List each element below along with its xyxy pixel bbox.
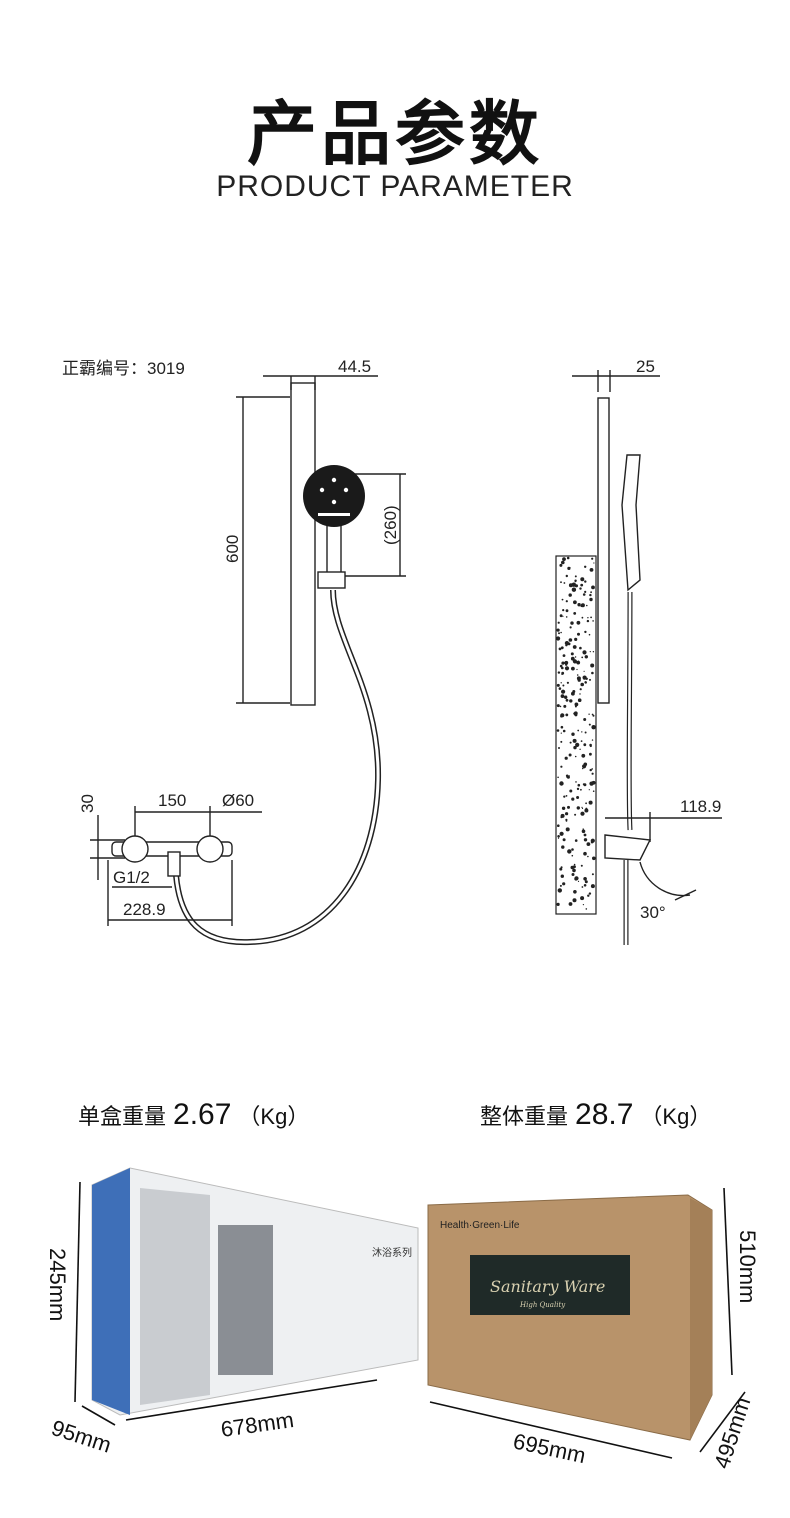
dim-mixer-diameter: Ø60 — [222, 791, 254, 810]
dim-bar-width: 44.5 — [338, 357, 371, 376]
page-subtitle: PRODUCT PARAMETER — [216, 170, 574, 203]
small-box-length: 678mm — [219, 1407, 295, 1442]
technical-drawing: 正霸编号：3019 44.5 600 (260) 25 30 150 Ø60 G… — [62, 357, 722, 946]
small-box: 沐浴系列 — [91, 1167, 419, 1416]
small-box-depth: 95mm — [48, 1415, 114, 1458]
shower-head — [303, 465, 365, 527]
carton-logo-sub: High Quality — [519, 1301, 566, 1309]
dim-bar-height: 600 — [223, 535, 242, 563]
dim-mixer-height: 30 — [78, 794, 97, 813]
large-box-length: 695mm — [511, 1428, 588, 1468]
small-box-height: 245mm — [45, 1248, 70, 1321]
dim-head-height: (260) — [381, 505, 400, 545]
page-title: 产品参数 — [247, 93, 543, 175]
model-label: 正霸编号：3019 — [62, 359, 185, 378]
slide-bar — [290, 382, 316, 706]
carton-logo-text: Sanitary Ware — [490, 1277, 605, 1296]
dim-angle: 30° — [640, 903, 666, 922]
carton-brand-line: Health·Green·Life — [440, 1220, 520, 1231]
dim-thread: G1/2 — [113, 868, 150, 887]
total-weight: 整体重量 28.7 （Kg） — [480, 1098, 712, 1131]
large-box: Sanitary Ware High Quality Health·Green·… — [427, 1194, 713, 1441]
large-box-depth: 495mm — [709, 1394, 755, 1471]
dim-mixer-length: 228.9 — [123, 900, 166, 919]
small-box-print-text: 沐浴系列 — [372, 1246, 412, 1259]
wall-section — [555, 555, 597, 915]
dim-projection: 118.9 — [680, 797, 721, 816]
large-box-height: 510mm — [735, 1230, 760, 1303]
dim-mixer-spacing: 150 — [158, 791, 186, 810]
dim-side-width: 25 — [636, 357, 655, 376]
single-box-weight: 单盒重量 2.67 （Kg） — [78, 1098, 310, 1131]
